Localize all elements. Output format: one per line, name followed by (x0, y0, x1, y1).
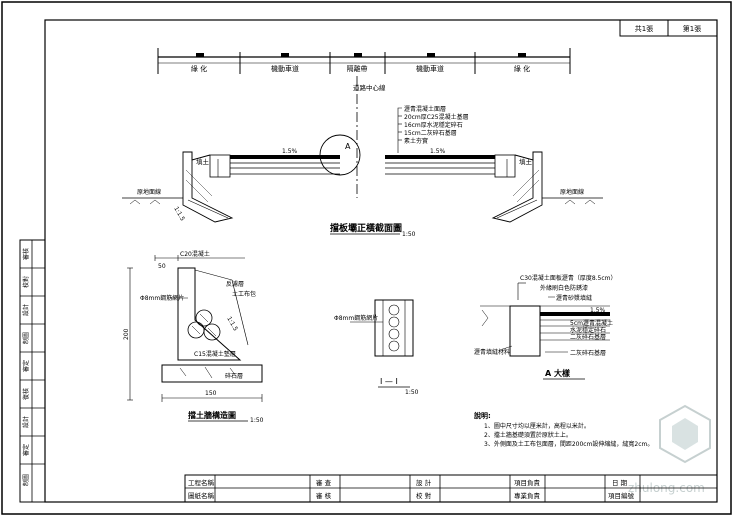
pavement-layer-2: 20cm厚C25混凝土基層 (404, 113, 469, 121)
ground-label-right: 原地面線 (560, 188, 584, 196)
road-section-right: 1.5% 填土 原地面線 (385, 148, 603, 223)
a-label-7: 二灰碎石基層 (570, 349, 606, 357)
slope-label-left: 1:1.5 (172, 206, 186, 223)
road-slope-left: 1.5% (282, 148, 298, 155)
a-label-1: C30混凝土面板瀝青（厚度8.5cm） (520, 274, 617, 282)
inner-frame (44, 19, 718, 503)
watermark: zhulong.com (628, 404, 711, 495)
detail-label-2: 反濾層 (226, 280, 244, 288)
detail-label-7: C15混凝土墊層 (194, 350, 236, 358)
detail-label-8: 碎石層 (225, 372, 243, 380)
tb-drawing-name: 圖紙名稱 (188, 491, 215, 500)
road-slope-right: 1.5% (430, 148, 446, 155)
sidebar-label-5: 審定 (22, 360, 30, 372)
detail-marker-a: A (345, 142, 351, 151)
notes-block: 說明: 1、圖中尺寸均以厘米計，高程以米計。 2、擋土牆基礎須置於原狀土上。 3… (474, 411, 653, 448)
tb-review: 審 查 (316, 478, 332, 487)
sidebar-label-2: 校對 (22, 276, 30, 288)
a-label-4: 5cm瀝青混凝土 (570, 319, 613, 327)
note-3: 3、外側面及土工布包面層，間距200cm設伸縮縫，縫寬2cm。 (484, 440, 653, 448)
section-title: I — I (380, 377, 398, 386)
section-label: Φ8mm鋼筋網片 (334, 314, 378, 322)
tb-design: 設 計 (416, 478, 432, 487)
a-label-6: 二灰碎石基層 (570, 333, 606, 341)
tb-project-name: 工程名稱 (188, 478, 215, 487)
fill-label-left: 填土 (196, 157, 210, 166)
title-block: 工程名稱 審 查 設 計 項目負責 日 期 圖紙名稱 審 核 校 對 專業負責 … (184, 474, 718, 503)
tb-project-lead: 項目負責 (514, 478, 541, 487)
notes-heading: 說明: (474, 411, 491, 420)
tb-proof: 校 對 (416, 491, 432, 500)
tb-check: 審 核 (316, 491, 332, 500)
note-2: 2、擋土牆基礎須置於原狀土上。 (484, 431, 572, 439)
a-detail: C30混凝土面板瀝青（厚度8.5cm） 外緣刷白色防銹漆 瀝青砂漿填縫 1.5%… (474, 274, 617, 380)
pavement-layer-5: 素土夯實 (404, 137, 428, 145)
sheet-number-box: 共1張 第1張 (619, 19, 718, 37)
detail-label-4: Φ8mm鋼筋網片 (140, 294, 184, 302)
section-label-1: 綠 化 (191, 64, 207, 73)
sidebar-signature-column: 審核 校對 設計 制圖 審定 復核 設計 審定 制圖 (19, 239, 46, 503)
a-slope: 1.5% (590, 307, 606, 314)
pavement-layer-3: 16cm厚水泥穩定碎石 (404, 121, 463, 129)
main-scale: 1:50 (402, 231, 416, 238)
sidebar-label-1: 審核 (22, 248, 30, 260)
wall-detail-title: 擋土牆構造圖 (188, 410, 236, 420)
wall-detail-scale: 1:50 (250, 417, 264, 424)
main-section-title: 擋板壩正橫截面圖 1:50 (330, 222, 416, 238)
pavement-layer-1: 瀝青混凝土面層 (404, 105, 446, 113)
center-line-label: 道路中心線 (353, 83, 386, 92)
section-label-5: 綠 化 (514, 64, 530, 73)
pavement-layer-callouts: 瀝青混凝土面層 20cm厚C25混凝土基層 16cm厚水泥穩定碎石 15cm二灰… (397, 105, 469, 153)
section-label-2: 機動車道 (271, 64, 299, 73)
dim-label-1: 50 (158, 263, 166, 270)
main-title: 擋板壩正橫截面圖 (330, 222, 402, 234)
section-label-3: 隔離帶 (347, 64, 368, 73)
sheet-total: 共1張 (635, 24, 653, 33)
a-label-3: 瀝青砂漿填縫 (556, 294, 592, 302)
road-width-dimension: 綠 化 機動車道 隔離帶 機動車道 綠 化 (157, 48, 571, 74)
pavement-layer-4: 15cm二灰碎石基層 (404, 129, 457, 137)
fill-label-right: 填土 (519, 157, 533, 166)
sidebar-label-9: 制圖 (22, 474, 30, 486)
a-detail-title: A 大樣 (545, 368, 571, 378)
sidebar-label-3: 設計 (22, 304, 30, 316)
a-label-8: 瀝青填縫材料 (474, 348, 510, 356)
retaining-wall-detail: 50 C20混凝土 200 反濾層 土工布包 Φ8mm鋼筋網片 1:1.5 C1… (123, 250, 264, 424)
road-section-left: 1.5% 填土 1:1.5 原地面線 (122, 148, 340, 222)
detail-label-1: C20混凝土 (180, 250, 210, 258)
tb-date: 日 期 (612, 479, 628, 487)
dim-label-3: 150 (205, 390, 217, 397)
section-scale: 1:50 (405, 389, 419, 396)
ground-label-left: 原地面線 (137, 188, 161, 196)
sidebar-label-4: 制圖 (22, 332, 30, 344)
sidebar-label-6: 復核 (22, 388, 30, 400)
tb-discipline-lead: 專業負責 (514, 491, 541, 500)
sidebar-label-7: 設計 (22, 416, 30, 428)
tb-project-number: 項目編號 (608, 491, 635, 500)
a-label-5: 水泥穩定碎石 (570, 326, 606, 334)
detail-label-3: 土工布包 (232, 290, 256, 298)
section-label-4: 機動車道 (416, 64, 444, 73)
sidebar-label-8: 審定 (22, 444, 30, 456)
a-label-2: 外緣刷白色防銹漆 (540, 284, 588, 292)
sheet-page: 第1張 (683, 24, 701, 33)
section-i-i-detail: Φ8mm鋼筋網片 I — I 1:50 (334, 299, 419, 396)
road-center-line: 道路中心線 (353, 76, 386, 198)
slope-ratio-left: 1:1.5 (225, 316, 239, 333)
dim-label-2: 200 (123, 328, 130, 340)
note-1: 1、圖中尺寸均以厘米計，高程以米計。 (484, 422, 590, 430)
